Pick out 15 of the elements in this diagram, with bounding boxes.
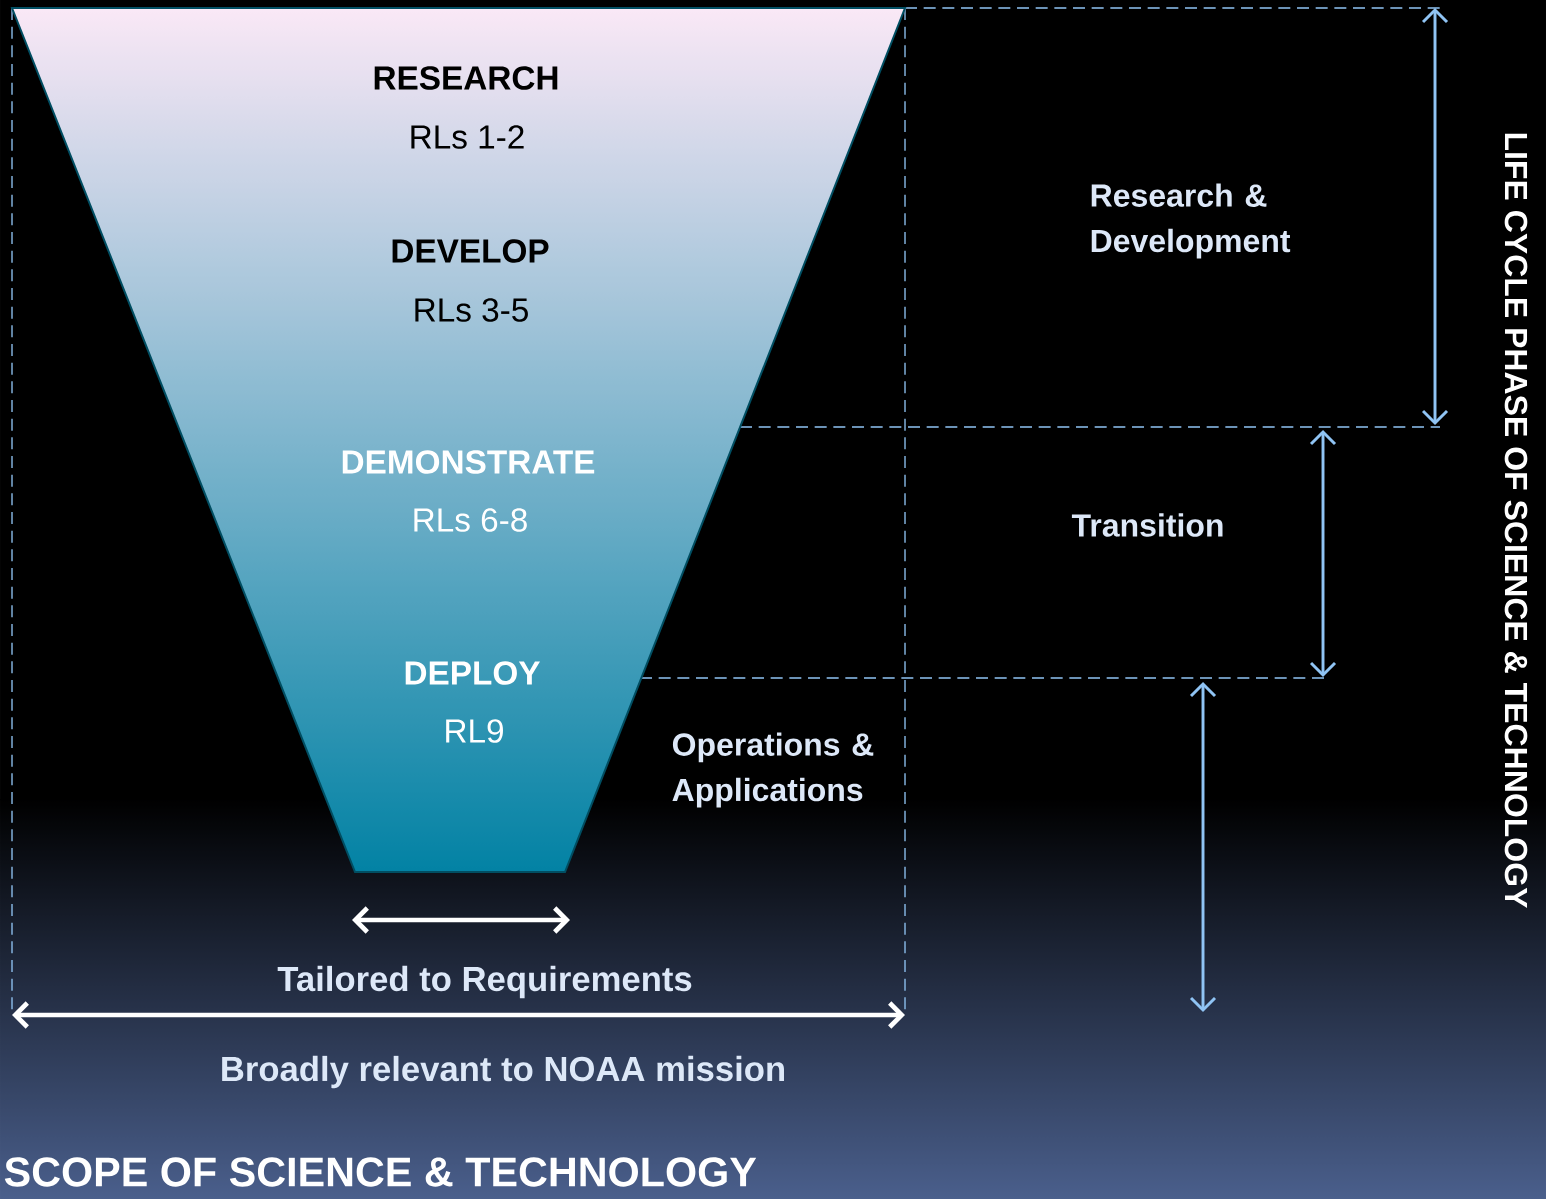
readiness-level: RLs 6-8 <box>414 508 527 532</box>
phase-label: Operations & Applications <box>672 732 874 808</box>
phase-label: Transition <box>1071 513 1223 537</box>
readiness-level: RLs 1-2 <box>411 125 524 149</box>
readiness-level: RLs 3-5 <box>415 298 528 322</box>
axis-title: SCOPE OF SCIENCE & TECHNOLOGY <box>4 1157 757 1187</box>
stage-heading: DEVELOP <box>392 239 549 263</box>
readiness-level: RL9 <box>446 719 503 743</box>
stage-heading: DEMONSTRATE <box>342 450 595 474</box>
phase-label: Research & Development <box>1091 183 1291 259</box>
scope-label: Broadly relevant to NOAA mission <box>222 1055 784 1089</box>
axis-title: LIFE CYCLE PHASE OF SCIENCE & TECHNOLOGY <box>1504 133 1528 908</box>
scope-label: Tailored to Requirements <box>277 965 692 999</box>
stage-heading: DEPLOY <box>405 661 540 685</box>
stage-heading: RESEARCH <box>374 66 558 90</box>
